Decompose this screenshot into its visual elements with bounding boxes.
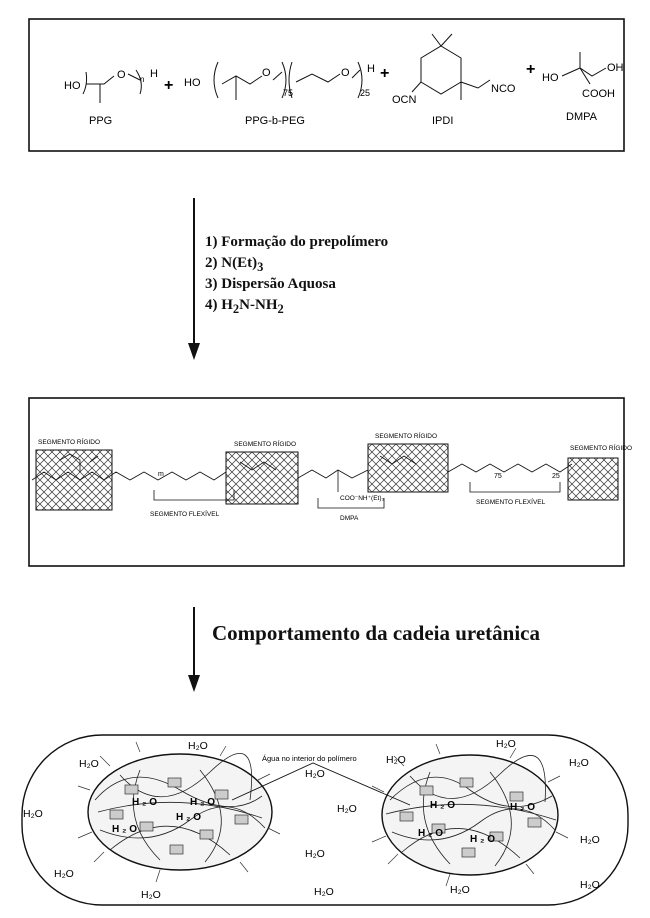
coo-label: COO⁻NH⁺(Et)₃ (340, 495, 385, 502)
rigid-segment-2 (225, 451, 299, 505)
water-12: H₂O (569, 757, 589, 769)
step-4-b: N-NH (239, 297, 278, 313)
arrow-head-1 (188, 343, 200, 360)
ppg-b-peg-sub25: 25 (360, 88, 370, 98)
inner-water-1: H ₂ O (132, 797, 157, 808)
step-4: 4) H2N-NH2 (205, 296, 284, 318)
rigid-label-3: SEGMENTO RÍGIDO (375, 431, 437, 440)
dmpa-oh: OH (607, 62, 624, 74)
water-14: H₂O (580, 879, 600, 891)
water-1: H₂O (79, 758, 99, 770)
inner-water-6: H ₂ O (510, 802, 535, 813)
water-11: H₂O (496, 738, 516, 750)
step-2-text: 2) N(Et) (205, 255, 258, 271)
sub-75: 75 (494, 473, 502, 480)
ppg-o: O (117, 69, 126, 81)
external-water: H₂O H₂O H₂O H₂O H₂O H₂O H₂O H₂O H₂O H₂O … (23, 738, 600, 901)
step-4-sub2: 2 (277, 302, 284, 316)
ppg-n: n (140, 75, 144, 84)
step-1: 1) Formação do prepolímero (205, 234, 389, 250)
water-8: H₂O (305, 848, 325, 860)
dispersion-container (21, 734, 629, 906)
ppg-b-peg-ho: HO (184, 77, 201, 89)
inner-water-3: H ₂ O (112, 824, 137, 835)
plus-2: + (380, 65, 389, 82)
water-10: H₂O (386, 754, 406, 766)
water-5: H₂O (141, 889, 161, 901)
ppg-b-peg-o2: O (341, 67, 350, 79)
water-2: H₂O (188, 740, 208, 752)
step-3: 3) Dispersão Aquosa (205, 276, 336, 292)
polymer-box (28, 397, 625, 567)
dmpa-polymer-label: DMPA (340, 515, 359, 522)
dmpa-cooh: COOH (582, 88, 615, 100)
ppg-label: PPG (89, 115, 112, 127)
ppg-structure (82, 69, 142, 103)
water-15: H₂O (450, 884, 470, 896)
rigid-label-2: SEGMENTO RÍGIDO (234, 439, 296, 448)
ppg-b-peg-structure (213, 61, 363, 100)
water-6: H₂O (305, 768, 325, 780)
ppg-h: H (150, 68, 158, 80)
sub-25: 25 (552, 473, 560, 480)
flexible-label-2: SEGMENTO FLEXÍVEL (476, 497, 546, 506)
behavior-title: Comportamento da cadeia uretânica (212, 621, 540, 645)
inner-water-5: H ₂ O (430, 800, 455, 811)
polymer-particle-right (381, 754, 559, 876)
step-2: 2) N(Et)3 (205, 254, 263, 276)
flexible-label-1: SEGMENTO FLEXÍVEL (150, 509, 220, 518)
rigid-label-4: SEGMENTO RÍGIDO (570, 443, 632, 452)
inner-water-7: H ₂ O (418, 828, 443, 839)
water-interior-label: Água no interior do polímero (262, 754, 357, 763)
water-4: H₂O (54, 868, 74, 880)
ppg-b-peg-label: PPG-b-PEG (245, 115, 305, 127)
inner-water-2: H ₂ O (190, 797, 215, 808)
internal-water: H ₂ O H ₂ O H ₂ O H ₂ O H ₂ O H ₂ O H ₂ … (112, 797, 535, 845)
step-2-sub: 3 (257, 260, 264, 274)
water-13: H₂O (580, 834, 600, 846)
ppg-b-peg-o1: O (262, 67, 271, 79)
ipdi-label: IPDI (432, 115, 453, 127)
ppg-b-peg-h: H (367, 63, 375, 75)
plus-3: + (526, 61, 535, 78)
ppg-b-peg-sub75: 75 (283, 88, 293, 98)
reactants-box (28, 18, 625, 152)
polymer-particle-left (87, 753, 273, 871)
inner-water-4: H ₂ O (176, 812, 201, 823)
ppg-ho: HO (64, 80, 81, 92)
dmpa-structure (561, 52, 607, 85)
rigid-segment-1 (35, 449, 113, 511)
ipdi-structure (411, 33, 491, 100)
rigid-segment-4 (567, 457, 619, 501)
step-4-sub1: 2 (232, 302, 240, 316)
inner-water-8: H ₂ O (470, 834, 495, 845)
water-9: H₂O (314, 886, 334, 898)
ipdi-nco: NCO (491, 83, 516, 95)
rigid-segment-3 (367, 443, 449, 493)
arrow-head-2 (188, 675, 200, 692)
anion-groups (77, 741, 569, 887)
dmpa-label: DMPA (566, 111, 598, 123)
rigid-label-1: SEGMENTO RÍGIDO (38, 437, 100, 446)
polymer-backbone (31, 453, 573, 509)
ipdi-ocn: OCN (392, 94, 417, 106)
sub-m: m (158, 471, 164, 478)
plus-1: + (164, 77, 173, 94)
step-4-a: 4) H (205, 297, 233, 313)
water-3: H₂O (23, 808, 43, 820)
dmpa-ho: HO (542, 72, 559, 84)
water-pointer (231, 762, 411, 806)
water-7: H₂O (337, 803, 357, 815)
